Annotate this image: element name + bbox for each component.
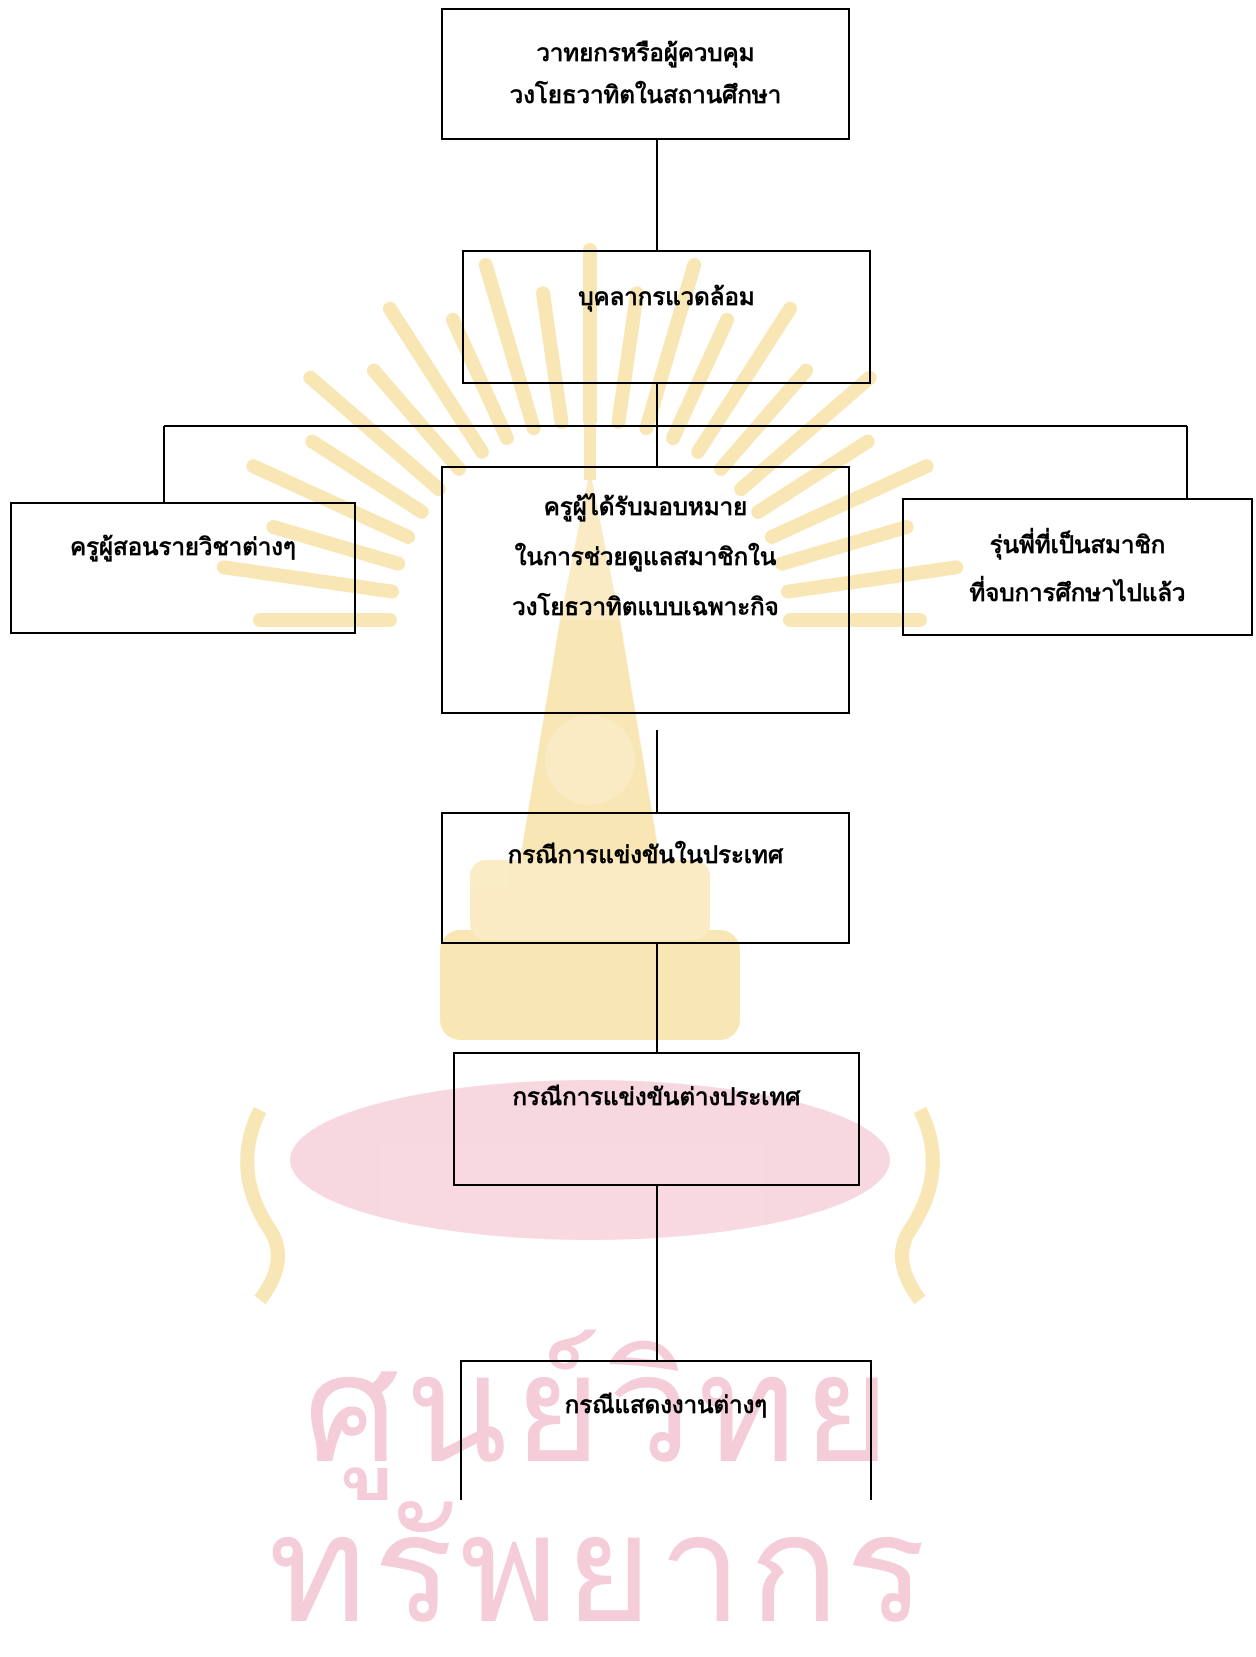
- node-assigned-teacher-line-3: วงโยธวาทิตแบบเฉพาะกิจ: [512, 592, 779, 621]
- node-international: กรณีการแข่งขันต่างประเทศ: [453, 1052, 860, 1186]
- node-domestic-line-1: กรณีการแข่งขันในประเทศ: [507, 840, 784, 869]
- node-root: วาทยกรหรือผู้ควบคุม วงโยธวาทิตในสถานศึกษ…: [441, 8, 850, 140]
- node-assigned-teacher-line-1: ครูผู้ได้รับมอบหมาย: [543, 492, 748, 521]
- node-domestic: กรณีการแข่งขันในประเทศ: [441, 812, 850, 944]
- node-root-line-1: วาทยกรหรือผู้ควบคุม: [536, 38, 755, 67]
- node-alumni-line-2: ที่จบการศึกษาไปแล้ว: [969, 578, 1186, 607]
- node-performances: กรณีแสดงงานต่างๆ: [460, 1360, 872, 1500]
- node-performances-line-1: กรณีแสดงงานต่างๆ: [564, 1390, 768, 1419]
- node-assigned-teacher-line-2: ในการช่วยดูแลสมาชิกใน: [514, 542, 777, 571]
- node-personnel-line-1: บุคลากรแวดล้อม: [578, 282, 755, 311]
- org-chart-page: ศูนย์วิทยทรัพยากร วาทยกรหรือผู้ควบคุม วง…: [10, 8, 1253, 1650]
- node-alumni-line-1: รุ่นพี่ที่เป็นสมาชิก: [989, 530, 1166, 559]
- node-alumni: รุ่นพี่ที่เป็นสมาชิก ที่จบการศึกษาไปแล้ว: [902, 498, 1253, 636]
- node-subject-teachers: ครูผู้สอนรายวิชาต่างๆ: [10, 502, 356, 634]
- node-subject-teachers-line-1: ครูผู้สอนรายวิชาต่างๆ: [70, 532, 296, 561]
- node-personnel: บุคลากรแวดล้อม: [462, 250, 871, 384]
- node-international-line-1: กรณีการแข่งขันต่างประเทศ: [512, 1082, 801, 1111]
- node-root-line-2: วงโยธวาทิตในสถานศึกษา: [509, 80, 782, 109]
- node-assigned-teacher: ครูผู้ได้รับมอบหมาย ในการช่วยดูแลสมาชิกใ…: [441, 466, 850, 714]
- connector-lines: [163, 140, 1188, 1360]
